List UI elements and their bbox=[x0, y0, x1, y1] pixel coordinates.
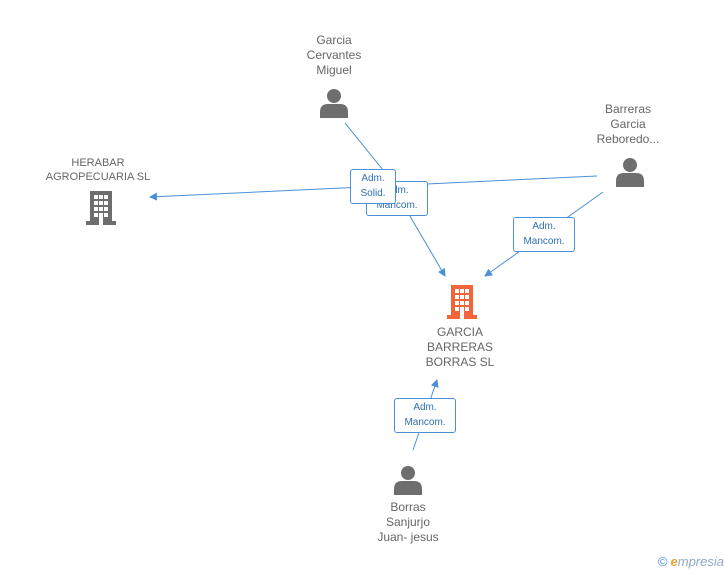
node-label-line: Reboredo... bbox=[596, 132, 660, 146]
brand-initial: e bbox=[670, 554, 678, 569]
edge-label-line: Mancom. bbox=[404, 417, 446, 428]
node-garcia-cervantes[interactable]: Garcia Cervantes Miguel bbox=[307, 33, 362, 78]
node-label-line: Garcia bbox=[316, 33, 352, 47]
node-barreras-garcia[interactable]: Barreras Garcia Reboredo... bbox=[597, 102, 660, 147]
brand-name: mpresia bbox=[677, 554, 724, 569]
building-icon[interactable] bbox=[447, 285, 477, 319]
node-label-line: Miguel bbox=[316, 63, 352, 77]
edge-label-line: Adm. bbox=[532, 221, 556, 232]
edge-label-line: Adm. bbox=[413, 402, 437, 413]
node-label-line: Juan- jesus bbox=[377, 530, 439, 544]
copyright-icon: © bbox=[657, 554, 668, 569]
node-label-line: Garcia bbox=[610, 117, 646, 131]
node-borras-sanjurjo[interactable]: Borras Sanjurjo Juan- jesus bbox=[377, 500, 438, 545]
edge-label-solid[interactable]: Adm. Solid. bbox=[350, 169, 396, 204]
edge-label-line: Solid. bbox=[360, 188, 386, 199]
node-label-line: BARRERAS bbox=[426, 340, 494, 354]
node-garcia-barreras-borras[interactable]: GARCIA BARRERAS BORRAS SL bbox=[426, 325, 495, 370]
edge-label-mancom-right[interactable]: Adm. Mancom. bbox=[513, 217, 575, 252]
edge-label-line: Mancom. bbox=[376, 200, 418, 211]
node-label-line: GARCIA bbox=[436, 325, 484, 339]
person-icon[interactable] bbox=[394, 466, 422, 495]
node-label-line: Barreras bbox=[604, 102, 651, 116]
edge-label-line: Mancom. bbox=[523, 236, 565, 247]
node-label-line: AGROPECUARIA SL bbox=[45, 171, 151, 183]
edge-label-mancom-bottom[interactable]: Adm. Mancom. bbox=[394, 398, 456, 433]
node-label-line: BORRAS SL bbox=[425, 355, 495, 369]
edge-label-line: Adm. bbox=[385, 185, 409, 196]
person-icon[interactable] bbox=[320, 89, 348, 118]
node-label-line: Cervantes bbox=[306, 48, 362, 62]
person-icon[interactable] bbox=[616, 158, 644, 187]
building-icon[interactable] bbox=[86, 191, 116, 225]
node-label-line: Borras bbox=[390, 500, 426, 514]
empresia-watermark[interactable]: ©empresia bbox=[658, 554, 724, 569]
node-label-line: Sanjurjo bbox=[385, 515, 431, 529]
node-herabar[interactable]: HERABAR AGROPECUARIA SL bbox=[46, 156, 151, 184]
edge-label-line: Adm. bbox=[361, 173, 385, 184]
node-label-line: HERABAR bbox=[71, 157, 125, 169]
